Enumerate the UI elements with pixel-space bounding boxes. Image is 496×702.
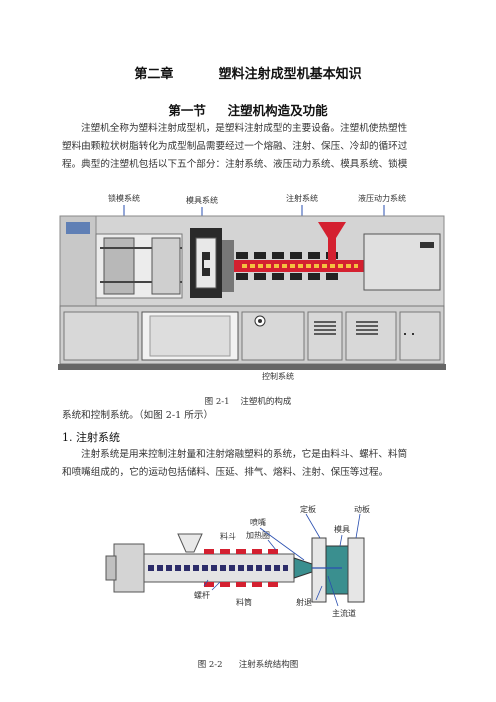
figure-2-caption: 图 2-2 注射系统结构图: [197, 660, 299, 670]
label-screw: 螺杆: [194, 590, 210, 600]
control-cabinet: [241, 311, 305, 361]
intro-paragraph: 注塑机全称为塑料注射成型机，是塑料注射成型的主要设备。注塑机使热塑性 塑料由颗粒…: [62, 120, 440, 174]
pointer-lines-2: [203, 513, 361, 607]
injection-line-1: 注射系统是用来控制注射量和注射熔融塑料的系统，它是由料斗、螺杆、料筒: [81, 449, 408, 460]
label-control-system: 控制系统: [262, 371, 294, 381]
paragraph-continuation: 系统和控制系统。（如图 2-1 所示）: [62, 410, 214, 421]
label-hopper: 料斗: [220, 531, 236, 541]
label-sprue: 主流道: [332, 608, 356, 618]
intro-line-3: 程。典型的注塑机包括以下五个部分：注射系统、液压动力系统、模具系统、锁模: [62, 159, 408, 170]
hopper: [318, 222, 346, 238]
clamp-end-panel: [66, 222, 90, 234]
label-retreat: 射退: [296, 597, 312, 607]
nozzle-tip: [293, 557, 313, 579]
section-title: 第一节 注塑机构造及功能: [168, 103, 328, 118]
figure-injection-structure: 定板 动板 喷嘴 加热圈 料斗 模具 螺杆 料筒 射退 主流道: [105, 504, 370, 618]
machine-base: [58, 364, 446, 370]
injection-line-2: 和喷嘴组成的，它的运动包括储料、压延、排气、熔料、注射、保压等过程。: [62, 467, 389, 478]
intro-line-1: 注塑机全称为塑料注射成型机，是塑料注射成型的主要设备。注塑机使热塑性: [81, 123, 408, 134]
label-moving-plate: 动板: [354, 504, 370, 514]
mold-cavity: [195, 237, 217, 289]
label-nozzle: 喷嘴: [250, 517, 266, 527]
hopper-icon: [177, 533, 203, 553]
figure-1-caption: 图 2-1 注塑机的构成: [204, 397, 292, 407]
intro-line-2: 塑料由颗粒状树脂转化为成型制品需要经过一个熔融、注射、保压、冷却的循环过: [62, 141, 408, 152]
moving-platen: [103, 237, 135, 295]
vent-grilles: [314, 321, 378, 335]
label-injection-system: 注射系统: [286, 193, 318, 203]
label-barrel: 料筒: [236, 597, 252, 607]
moving-plate: [347, 537, 365, 603]
label-mold-system: 模具系统: [186, 195, 218, 205]
chapter-title: 第二章 塑料注射成型机基本知识: [134, 67, 362, 82]
mold-block: [325, 545, 349, 595]
label-clamping-system: 锁模系统: [108, 193, 140, 203]
heater-bands: [204, 549, 278, 587]
label-fixed-plate: 定板: [300, 504, 316, 514]
label-heater-band: 加热圈: [246, 530, 270, 540]
label-mold: 模具: [334, 524, 350, 534]
fixed-platen: [222, 240, 234, 292]
figure-machine-diagram: 锁模系统 模具系统 注射系统 液压动力系统: [58, 193, 446, 381]
label-hydraulic-system: 液压动力系统: [358, 193, 406, 203]
subheading-injection-system: 1. 注射系统: [62, 431, 120, 444]
injection-paragraph: 注射系统是用来控制注射量和注射熔融塑料的系统，它是由料斗、螺杆、料筒 和喷嘴组成…: [62, 446, 440, 482]
drive-housing: [113, 543, 145, 593]
